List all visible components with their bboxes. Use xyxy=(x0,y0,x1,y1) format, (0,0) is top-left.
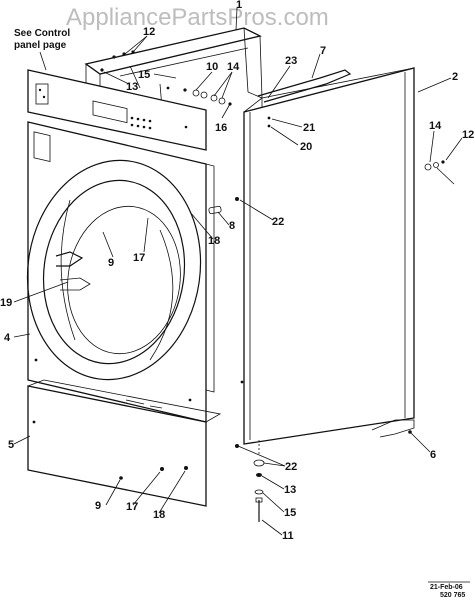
callout-13-top: 13 xyxy=(126,81,138,93)
callout-20: 20 xyxy=(300,141,312,153)
callout-22-mid: 22 xyxy=(272,216,284,228)
callout-22-bottom: 22 xyxy=(285,461,297,473)
callout-1: 1 xyxy=(236,0,242,11)
callout-10: 10 xyxy=(206,61,218,73)
callout-6: 6 xyxy=(430,449,436,461)
callout-21: 21 xyxy=(303,122,315,134)
callout-18-mid: 18 xyxy=(208,235,220,247)
front-panel xyxy=(26,121,244,423)
note-line-2: panel page xyxy=(14,40,67,51)
callout-11: 11 xyxy=(282,530,294,542)
callout-labels: 1 12 7 2 15 10 14 23 13 16 21 20 12 14 8… xyxy=(0,0,474,542)
stamp-code: 520 765 xyxy=(440,592,465,599)
kick-panel xyxy=(27,379,222,507)
callout-9-bottom: 9 xyxy=(95,500,101,512)
side-panel xyxy=(235,67,415,448)
callout-12-top: 12 xyxy=(143,26,155,38)
callout-8: 8 xyxy=(229,220,235,232)
callout-16: 16 xyxy=(215,122,227,134)
callout-15-bottom: 15 xyxy=(284,507,296,519)
callout-15-top: 15 xyxy=(138,69,150,81)
callout-4: 4 xyxy=(4,332,11,344)
callout-18-bottom: 18 xyxy=(153,509,165,521)
callout-17-mid: 17 xyxy=(133,252,145,264)
callout-23: 23 xyxy=(285,55,297,67)
callout-13-bottom: 13 xyxy=(284,484,296,496)
control-panel xyxy=(27,69,207,151)
callout-19: 19 xyxy=(0,297,12,309)
leader-lines xyxy=(13,7,463,536)
callout-17-bottom: 17 xyxy=(126,501,138,513)
callout-5: 5 xyxy=(8,439,14,451)
callout-7: 7 xyxy=(320,45,326,57)
note-line-1: See Control xyxy=(14,28,70,39)
bottom-hardware xyxy=(253,440,265,522)
callout-14-right: 14 xyxy=(429,120,442,132)
watermark: AppliancePartsPros.com xyxy=(66,4,329,31)
drawing-stamp: 21-Feb-06 520 765 xyxy=(428,581,470,599)
callout-14-top: 14 xyxy=(227,61,240,73)
stamp-date: 21-Feb-06 xyxy=(430,584,463,591)
callout-9-mid: 9 xyxy=(108,257,114,269)
top-frame xyxy=(84,27,263,123)
callout-12-right: 12 xyxy=(462,129,474,141)
callout-2: 2 xyxy=(452,71,458,83)
